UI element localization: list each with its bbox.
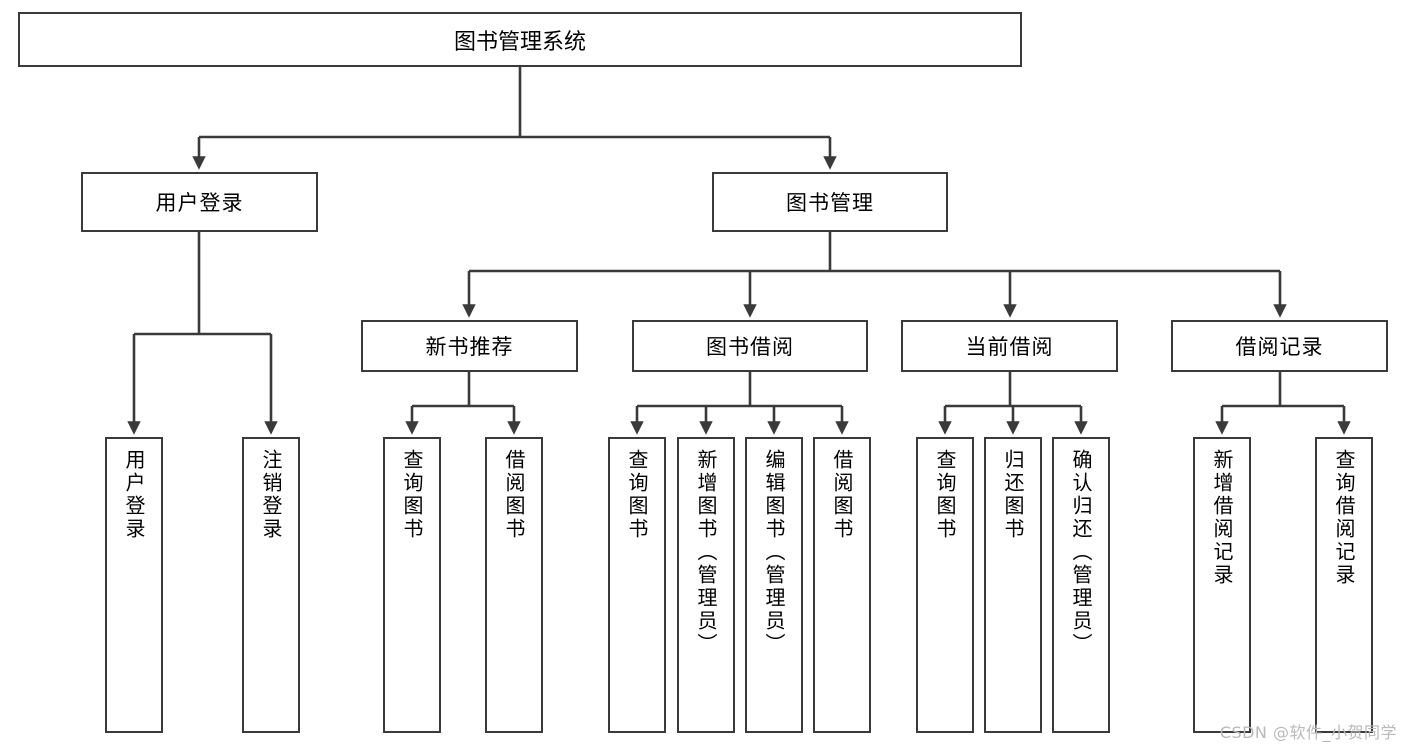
node-book-borrow-label: 图书借阅 [706,335,794,359]
leaf-borrow-edit-book-admin[interactable]: 编辑图书（管理员） [745,437,803,733]
node-new-book-recommend[interactable]: 新书推荐 [361,320,578,372]
leaf-record-add-record[interactable]: 新增借阅记录 [1193,437,1251,733]
leaf-current-query-book-label: 查询图书 [933,449,957,541]
node-user-login-label: 用户登录 [155,191,244,215]
node-root[interactable]: 图书管理系统 [18,12,1022,67]
node-user-login[interactable]: 用户登录 [81,172,318,232]
leaf-borrow-add-book-admin[interactable]: 新增图书（管理员） [677,437,735,733]
node-borrow-record[interactable]: 借阅记录 [1171,320,1388,372]
node-current-borrow[interactable]: 当前借阅 [901,320,1118,372]
leaf-current-query-book[interactable]: 查询图书 [916,437,974,733]
leaf-user-login-label: 用户登录 [122,449,146,541]
node-new-book-recommend-label: 新书推荐 [425,335,514,359]
watermark: CSDN @软件_小贺同学 [1219,723,1397,742]
leaf-borrow-borrow-book[interactable]: 借阅图书 [813,437,871,733]
node-book-borrow[interactable]: 图书借阅 [632,320,868,372]
leaf-newbook-query-book[interactable]: 查询图书 [383,437,441,733]
leaf-borrow-borrow-book-label: 借阅图书 [830,449,854,541]
leaf-newbook-query-book-label: 查询图书 [400,449,424,541]
node-book-management[interactable]: 图书管理 [712,172,948,232]
leaf-user-login[interactable]: 用户登录 [105,437,163,733]
leaf-borrow-query-book[interactable]: 查询图书 [608,437,666,733]
leaf-current-confirm-return-admin[interactable]: 确认归还（管理员） [1052,437,1110,733]
node-root-label: 图书管理系统 [453,29,586,55]
leaf-borrow-query-book-label: 查询图书 [625,449,649,541]
leaf-current-return-book[interactable]: 归还图书 [984,437,1042,733]
leaf-newbook-borrow-book-label: 借阅图书 [502,449,526,541]
leaf-user-logout[interactable]: 注销登录 [242,437,300,733]
leaf-borrow-add-book-admin-label: 新增图书（管理员） [694,449,718,656]
node-book-management-label: 图书管理 [786,191,874,215]
leaf-record-query-record-label: 查询借阅记录 [1332,449,1356,587]
leaf-current-confirm-return-admin-label: 确认归还（管理员） [1069,449,1093,656]
leaf-record-query-record[interactable]: 查询借阅记录 [1315,437,1373,733]
leaf-current-return-book-label: 归还图书 [1001,449,1025,541]
node-current-borrow-label: 当前借阅 [965,335,1054,359]
leaf-borrow-edit-book-admin-label: 编辑图书（管理员） [762,449,786,656]
leaf-record-add-record-label: 新增借阅记录 [1210,449,1234,587]
leaf-newbook-borrow-book[interactable]: 借阅图书 [485,437,543,733]
node-borrow-record-label: 借阅记录 [1235,335,1324,359]
leaf-user-logout-label: 注销登录 [259,449,283,541]
